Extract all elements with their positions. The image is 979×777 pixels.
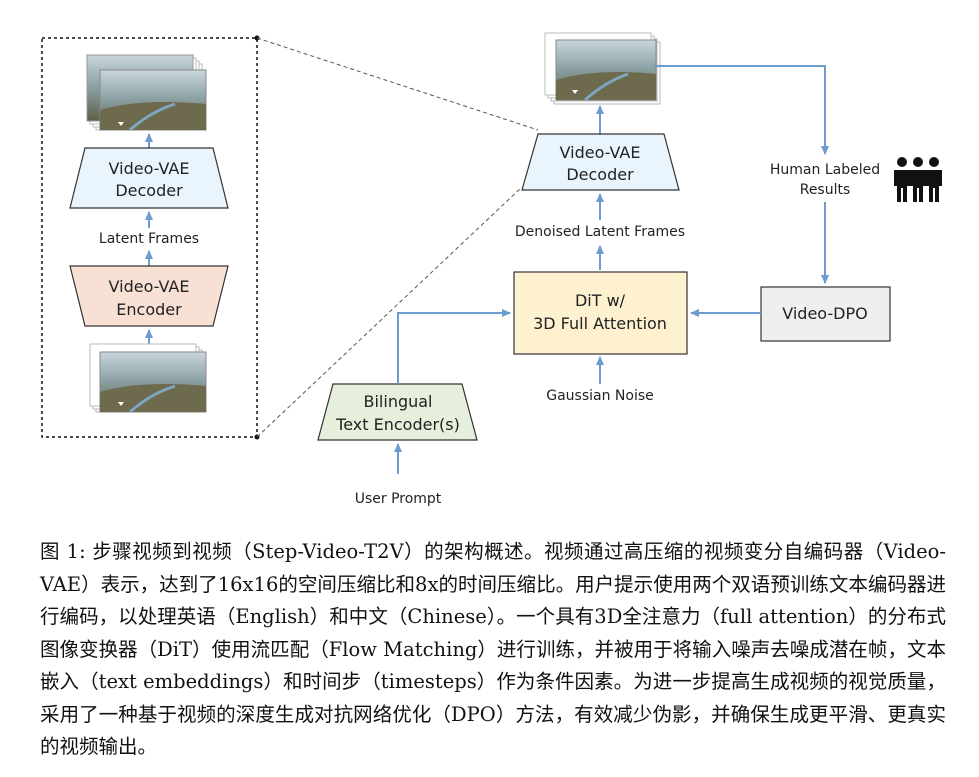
video-dpo-block bbox=[760, 286, 891, 342]
video-frames-thumbnail-bottom bbox=[89, 343, 207, 414]
output-video-thumbnail bbox=[544, 32, 661, 105]
user-prompt-label: User Prompt bbox=[355, 491, 442, 507]
text-encoder-label-2: Text Encoder(s) bbox=[335, 415, 460, 434]
video-frames-thumbnail-top bbox=[86, 54, 207, 132]
bilingual-text-encoder bbox=[317, 383, 478, 441]
dit-block bbox=[513, 271, 688, 355]
left-vae-decoder bbox=[69, 147, 229, 209]
main-decoder-label-1: Video-VAE bbox=[560, 143, 641, 162]
text-encoder-label-1: Bilingual bbox=[364, 392, 433, 411]
zoom-panel-border bbox=[41, 37, 258, 438]
denoised-latent-frames-label: Denoised Latent Frames bbox=[515, 224, 685, 240]
gaussian-noise-label: Gaussian Noise bbox=[546, 388, 654, 404]
dit-label-2: 3D Full Attention bbox=[533, 314, 667, 333]
main-vae-decoder bbox=[521, 133, 680, 191]
left-encoder-label-1: Video-VAE bbox=[109, 277, 190, 296]
latent-frames-label: Latent Frames bbox=[99, 231, 199, 247]
left-vae-encoder bbox=[69, 265, 229, 327]
zoom-line-top bbox=[256, 37, 539, 131]
main-decoder-label-2: Decoder bbox=[566, 165, 634, 184]
human-labeled-label-1: Human Labeled bbox=[770, 162, 880, 178]
video-dpo-label: Video-DPO bbox=[782, 304, 867, 323]
architecture-diagram: Video-VAE Decoder Latent Frames Video-VA… bbox=[41, 32, 942, 507]
left-decoder-label-2: Decoder bbox=[115, 181, 183, 200]
left-decoder-label-1: Video-VAE bbox=[109, 159, 190, 178]
dit-label-1: DiT w/ bbox=[575, 291, 626, 310]
human-labeled-label-2: Results bbox=[800, 182, 851, 198]
group-of-people-icon bbox=[894, 157, 942, 202]
figure-caption: 图 1: 步骤视频到视频（Step-Video-T2V）的架构概述。视频通过高压… bbox=[40, 540, 946, 758]
zoom-line-bottom bbox=[256, 186, 523, 438]
left-encoder-label-2: Encoder bbox=[116, 300, 182, 319]
